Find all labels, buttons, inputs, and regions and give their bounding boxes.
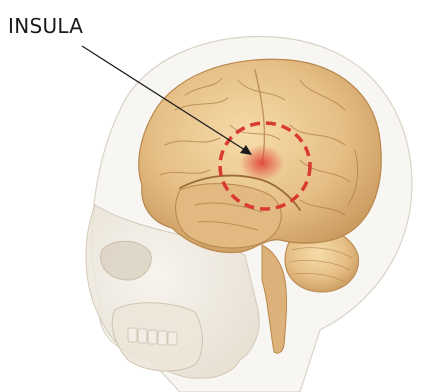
insula-label: INSULA [8,14,83,38]
temporal-lobe [176,184,282,248]
